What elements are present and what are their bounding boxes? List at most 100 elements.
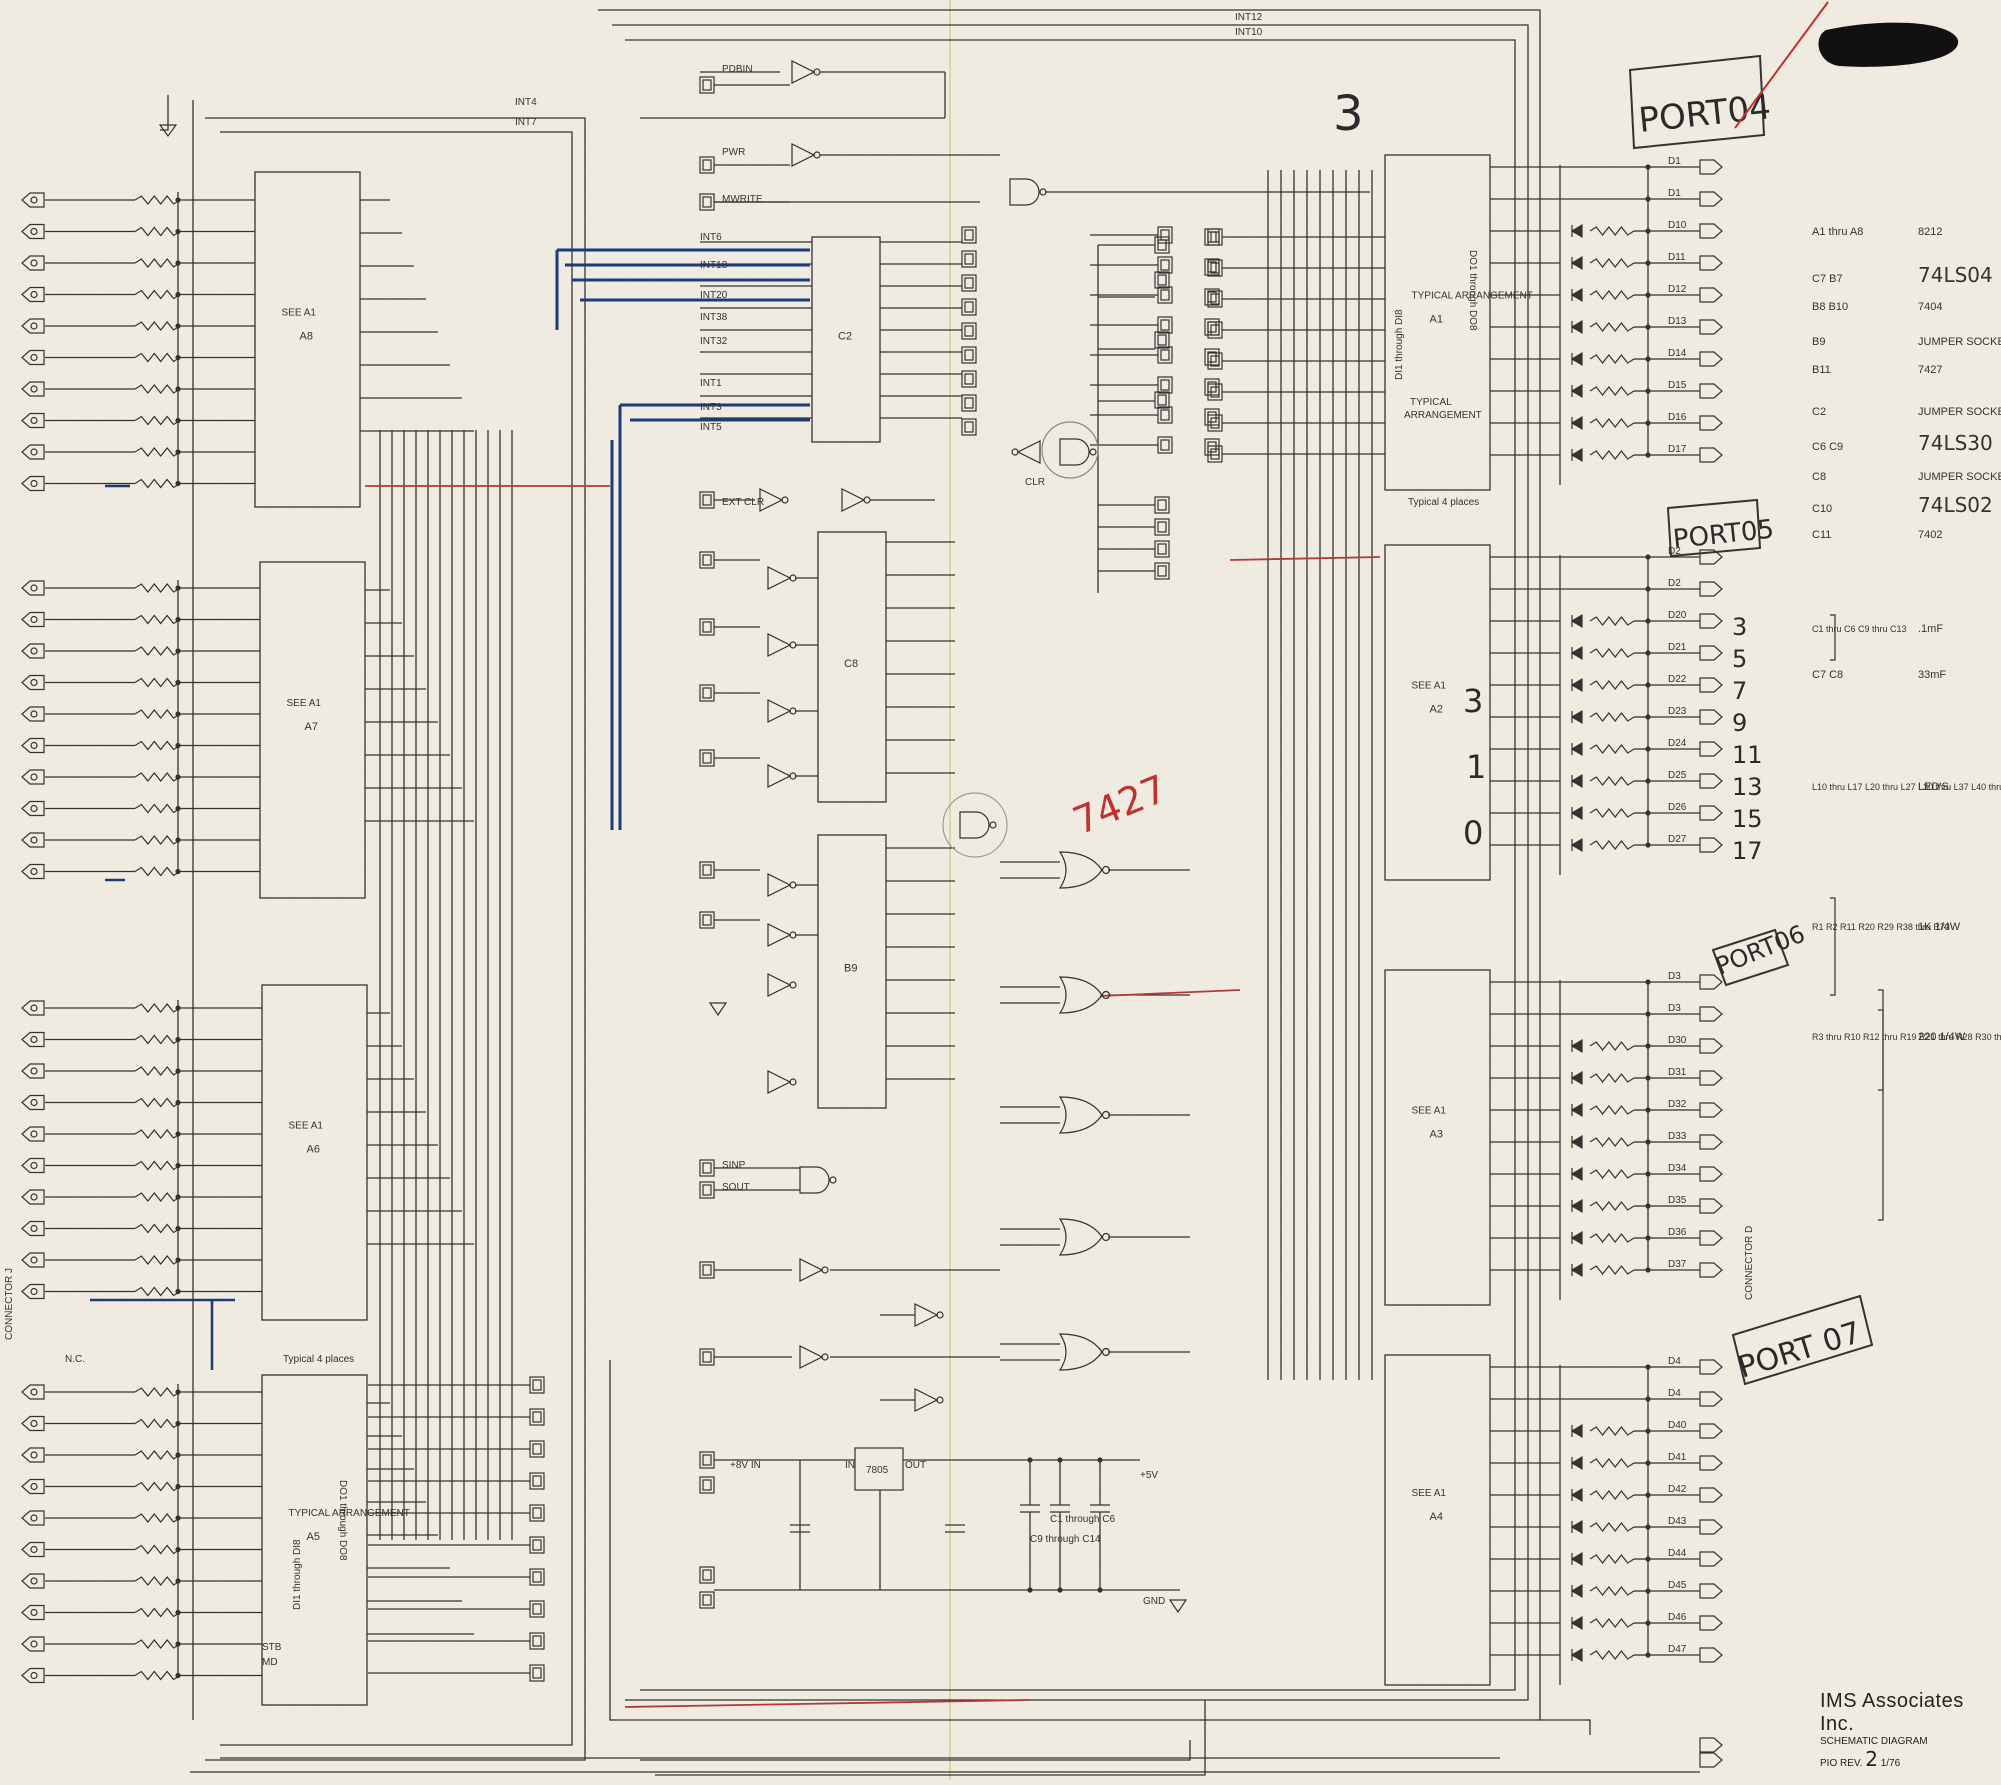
resistor-symbol bbox=[134, 772, 181, 782]
terminal-pad-inner bbox=[964, 373, 974, 385]
terminal-pad-inner bbox=[1210, 355, 1220, 367]
terminal-pad bbox=[1207, 414, 1223, 432]
connector-pin bbox=[21, 674, 45, 691]
connector-pin bbox=[21, 1447, 45, 1463]
chip-id-label: A1 bbox=[1430, 314, 1443, 326]
resistor-symbol bbox=[134, 583, 181, 593]
pin-ref-label: D46 bbox=[1668, 1612, 1687, 1623]
nor-gate bbox=[1058, 1333, 1111, 1371]
led-symbol bbox=[1570, 255, 1583, 271]
signal-label: MWRITE bbox=[722, 194, 763, 205]
junction-dot bbox=[175, 1609, 181, 1616]
terminal-pad bbox=[1207, 290, 1223, 308]
led-symbol bbox=[1570, 1583, 1583, 1599]
connector-pin bbox=[21, 1031, 45, 1048]
resistor-symbol bbox=[134, 258, 181, 268]
pin-ref-label: D27 bbox=[1668, 834, 1687, 845]
connector-pin bbox=[21, 475, 45, 492]
pin-ref-label: D37 bbox=[1668, 1259, 1687, 1270]
resistor-symbol bbox=[134, 226, 181, 237]
legend-value: 7427 bbox=[1918, 364, 1942, 376]
terminal-pad-inner bbox=[702, 1264, 712, 1276]
terminal-pad bbox=[699, 911, 715, 929]
inverter-gate bbox=[767, 923, 797, 947]
chip-b9: B9 bbox=[817, 834, 887, 1109]
terminal-pad-inner bbox=[532, 1379, 542, 1391]
connector-pin bbox=[21, 1415, 45, 1432]
terminal-pad-inner bbox=[702, 159, 712, 171]
connector-pin bbox=[1699, 1752, 1723, 1768]
junction-dot bbox=[1645, 1652, 1651, 1658]
terminal-pad bbox=[1207, 228, 1223, 246]
resistor-symbol bbox=[1589, 776, 1635, 786]
terminal-pad-inner bbox=[964, 325, 974, 337]
led-symbol bbox=[1570, 645, 1583, 661]
led-symbol bbox=[1570, 1262, 1583, 1278]
pin-ref-label: D3 bbox=[1668, 971, 1681, 982]
connector-pin bbox=[1699, 741, 1723, 757]
terminal-pad-inner bbox=[702, 1162, 712, 1174]
company-name: IMS Associates Inc. bbox=[1820, 1690, 1964, 1735]
junction-dot bbox=[1645, 1235, 1651, 1241]
connector-pin bbox=[21, 318, 45, 334]
resistor-symbol bbox=[134, 1639, 181, 1649]
nor-gate bbox=[1058, 851, 1111, 889]
resistor-symbol bbox=[1589, 1458, 1635, 1468]
junction-dot bbox=[175, 774, 181, 780]
signal-label: PDBIN bbox=[722, 64, 753, 75]
ground-symbol bbox=[708, 1002, 728, 1017]
legend-value: 74LS30 bbox=[1918, 431, 1993, 455]
hand-odd-number: 15 bbox=[1732, 805, 1763, 833]
terminal-pad bbox=[1157, 346, 1173, 364]
connector-left-label: CONNECTOR J bbox=[4, 1268, 15, 1340]
junction-dot bbox=[1645, 1588, 1651, 1594]
drawing-title: SCHEMATIC DIAGRAM bbox=[1820, 1736, 1928, 1747]
ground-symbol bbox=[158, 124, 178, 138]
resistor-symbol bbox=[1589, 1201, 1635, 1211]
pin-ref-label: D23 bbox=[1668, 706, 1687, 717]
resistor-symbol bbox=[134, 289, 181, 300]
connector-pin bbox=[21, 1157, 45, 1174]
connector-pin-hole bbox=[30, 615, 38, 624]
connector-pin-hole bbox=[30, 322, 38, 330]
terminal-pad bbox=[1207, 259, 1223, 277]
junction-dot bbox=[1645, 356, 1651, 362]
connector-pin bbox=[1699, 613, 1723, 629]
terminal-pad bbox=[1207, 383, 1223, 401]
terminal-pad-inner bbox=[964, 277, 974, 289]
led-symbol bbox=[1570, 1166, 1583, 1182]
led-symbol bbox=[1570, 1134, 1583, 1150]
terminal-pad-inner bbox=[532, 1539, 542, 1551]
terminal-pad bbox=[961, 394, 977, 412]
terminal-pad-inner bbox=[702, 1479, 712, 1491]
resistor-symbol bbox=[134, 1066, 181, 1076]
signal-label: INT32 bbox=[700, 336, 728, 347]
legend-parts: C10 bbox=[1812, 503, 1832, 515]
junction-dot bbox=[175, 1068, 181, 1074]
resistor-symbol bbox=[1589, 354, 1635, 364]
led-symbol bbox=[1570, 351, 1583, 367]
signal-label: PWR bbox=[722, 147, 745, 158]
pin-ref-label: D13 bbox=[1668, 316, 1687, 327]
resistor-symbol bbox=[1589, 1073, 1635, 1083]
legend-value: JUMPER SOCKET bbox=[1918, 471, 2001, 483]
resistor-symbol bbox=[134, 1160, 181, 1171]
legend-parts: B9 bbox=[1812, 336, 1825, 348]
terminal-pad bbox=[699, 618, 715, 636]
led-symbol bbox=[1570, 1102, 1583, 1118]
terminal-pad bbox=[1157, 406, 1173, 424]
terminal-pad bbox=[1154, 331, 1170, 349]
junction-dot bbox=[175, 585, 181, 591]
junction-dot bbox=[175, 1389, 181, 1395]
led-symbol bbox=[1570, 613, 1583, 629]
led-symbol bbox=[1570, 1647, 1583, 1663]
connector-pin bbox=[21, 223, 45, 240]
resistor-symbol bbox=[134, 1129, 181, 1139]
connector-pin bbox=[21, 255, 45, 271]
junction-dot bbox=[175, 648, 181, 654]
connector-pin bbox=[21, 1510, 45, 1526]
